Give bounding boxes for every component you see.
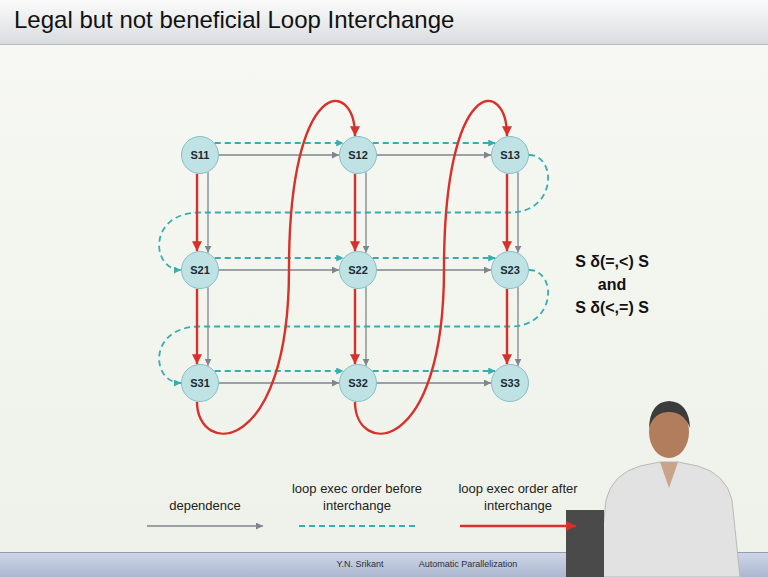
presenter-neck: [660, 462, 678, 488]
statement-node: S22: [339, 251, 377, 289]
dependence-relation: S δ(<,=) S: [575, 299, 649, 317]
presenter-hair: [649, 401, 690, 428]
dependence-relation: S δ(=,<) S: [575, 253, 649, 271]
dependence-arrow: [377, 269, 491, 270]
exec-order-after: [506, 289, 508, 364]
legend-sample: [147, 525, 263, 526]
legend-text: dependence: [139, 497, 271, 514]
exec-order-before: [373, 142, 496, 144]
statement-node: S23: [491, 251, 529, 289]
exec-order-before: [215, 257, 344, 259]
node-label: S11: [191, 149, 210, 161]
dependence-arrow: [377, 154, 491, 155]
dependence-arrow: [219, 269, 339, 270]
statement-node: S32: [339, 364, 377, 402]
exec-order-before: [373, 370, 496, 372]
footer-author: Y.N. Srikant: [337, 559, 384, 569]
lectern: [566, 510, 604, 577]
exec-order-after: [354, 289, 356, 364]
dependence-arrow: [219, 154, 339, 155]
legend-text: loop exec order before interchange: [291, 480, 423, 514]
exec-order-after: [196, 289, 198, 364]
exec-order-after: [197, 101, 355, 434]
statement-node: S21: [181, 251, 219, 289]
node-label: S23: [500, 264, 520, 276]
legend-text: loop exec order after interchange: [452, 480, 584, 514]
node-label: S32: [348, 377, 368, 389]
exec-order-after: [506, 174, 508, 251]
statement-node: S33: [491, 364, 529, 402]
exec-order-before: [215, 142, 344, 144]
legend-sample: [460, 525, 576, 527]
dependence-arrow: [377, 382, 491, 383]
statement-node: S12: [339, 136, 377, 174]
presenter-shirt: [598, 462, 740, 577]
footer-course: Automatic Parallelization: [419, 559, 518, 569]
node-label: S22: [348, 264, 368, 276]
exec-order-before: [215, 370, 344, 372]
legend-sample: [299, 525, 415, 527]
slide-title: Legal but not beneficial Loop Interchang…: [14, 6, 454, 34]
statement-node: S11: [181, 136, 219, 174]
statement-node: S31: [181, 364, 219, 402]
exec-order-before: [373, 257, 496, 259]
node-label: S33: [500, 377, 520, 389]
dependence-arrow: [219, 382, 339, 383]
exec-order-after: [196, 174, 198, 251]
exec-order-after: [355, 101, 507, 434]
node-label: S12: [348, 149, 368, 161]
node-label: S21: [190, 264, 210, 276]
conjunction-text: and: [598, 276, 626, 294]
statement-node: S13: [491, 136, 529, 174]
exec-order-after: [354, 174, 356, 251]
node-label: S31: [190, 377, 210, 389]
node-label: S13: [500, 149, 520, 161]
